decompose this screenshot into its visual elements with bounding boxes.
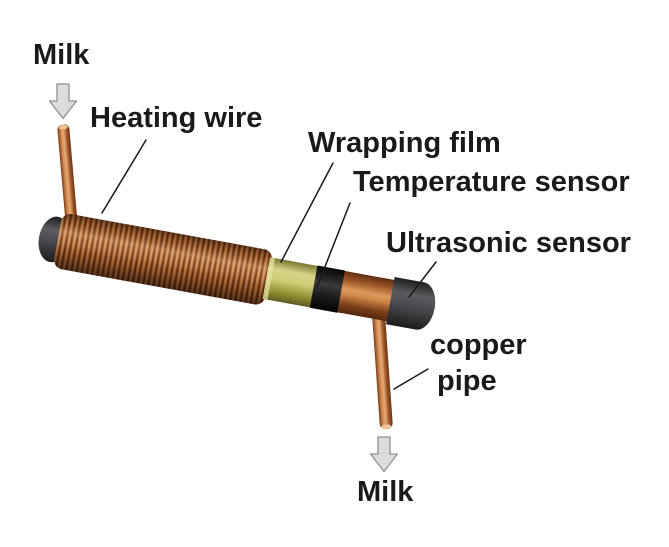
leader-wrapping-film xyxy=(280,162,334,263)
leader-lines xyxy=(101,139,437,390)
leader-copper-pipe xyxy=(393,368,429,390)
heating-coil xyxy=(54,214,272,305)
leader-heating-wire xyxy=(101,139,147,214)
inlet-pipe-opening xyxy=(58,125,68,130)
milk-inlet-arrow-icon xyxy=(48,83,78,120)
label-temperature-sensor: Temperature sensor xyxy=(353,166,630,198)
label-heating-wire: Heating wire xyxy=(90,102,263,134)
label-ultrasonic-sensor: Ultrasonic sensor xyxy=(386,227,631,259)
label-copper-pipe-line1: copper xyxy=(430,329,527,361)
copper-body xyxy=(337,270,399,322)
milk-outlet-arrow-icon xyxy=(369,436,399,473)
sensor-band xyxy=(309,265,346,313)
leader-ultrasonic-sensor xyxy=(408,261,437,298)
heater-assembly xyxy=(38,214,436,330)
outlet-copper-pipe xyxy=(371,299,393,430)
label-wrapping-film: Wrapping film xyxy=(308,127,501,159)
right-end-cap xyxy=(386,276,436,330)
label-milk-in: Milk xyxy=(33,39,90,71)
outlet-pipe-opening xyxy=(381,424,392,430)
label-milk-out: Milk xyxy=(357,476,414,508)
inlet-copper-pipe xyxy=(57,124,78,227)
leader-temperature-sensor xyxy=(316,202,351,288)
label-copper-pipe-line2: pipe xyxy=(437,365,497,397)
